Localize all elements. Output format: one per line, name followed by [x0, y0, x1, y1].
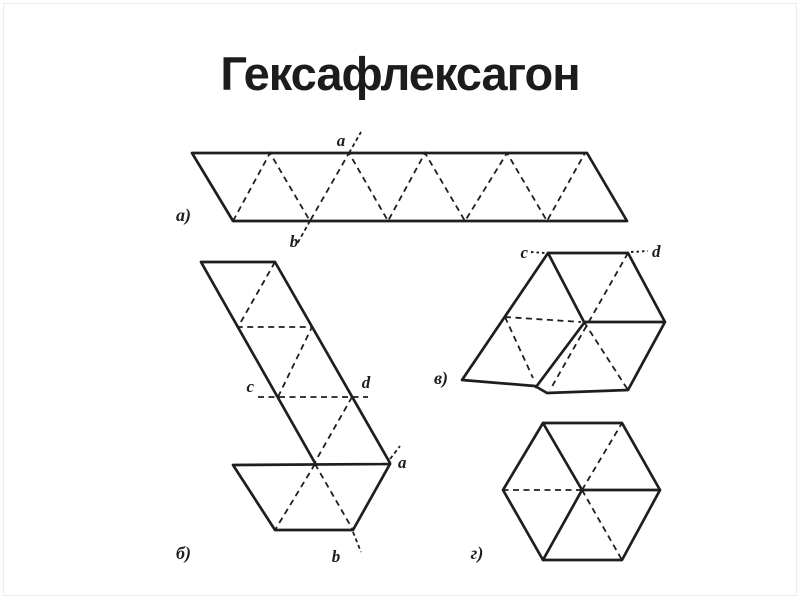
figure-v-partial-hexagon: c d в) — [434, 242, 667, 395]
point-label-a: a — [398, 453, 407, 472]
folded-strip-ab-extensions — [352, 445, 401, 553]
point-label-b: b — [290, 232, 299, 251]
figure-v-label: в) — [434, 368, 448, 389]
partial-hexagon-outline — [460, 251, 667, 395]
partial-hexagon-fold-lines — [504, 252, 629, 391]
figure-a-strip: a b а) — [176, 131, 629, 251]
figure-b-label: б) — [176, 543, 191, 564]
figure-g-label: г) — [471, 543, 484, 564]
point-label-b: b — [332, 547, 341, 566]
figure-b-folded-strip: c d a b б) — [176, 260, 407, 566]
partial-hexagon-cd-extensions — [530, 250, 649, 254]
folded-strip-outline — [199, 260, 392, 532]
folded-strip-fold-lines — [236, 261, 368, 531]
point-label-d: d — [652, 242, 661, 261]
point-label-a: a — [337, 131, 346, 150]
point-label-c: c — [520, 243, 528, 262]
strip-outline — [190, 151, 629, 223]
strip-ab-line-extensions — [296, 131, 362, 245]
figure-g-hexagon: г) — [471, 421, 662, 564]
strip-fold-lines — [232, 151, 586, 223]
slide-title: Гексафлексагон — [220, 47, 580, 100]
hexagon-fold-radii — [503, 422, 623, 561]
point-label-c: c — [246, 377, 254, 396]
figure-a-label: а) — [176, 205, 191, 226]
point-label-d: d — [362, 373, 371, 392]
hexagon-solid-radii — [541, 421, 662, 562]
